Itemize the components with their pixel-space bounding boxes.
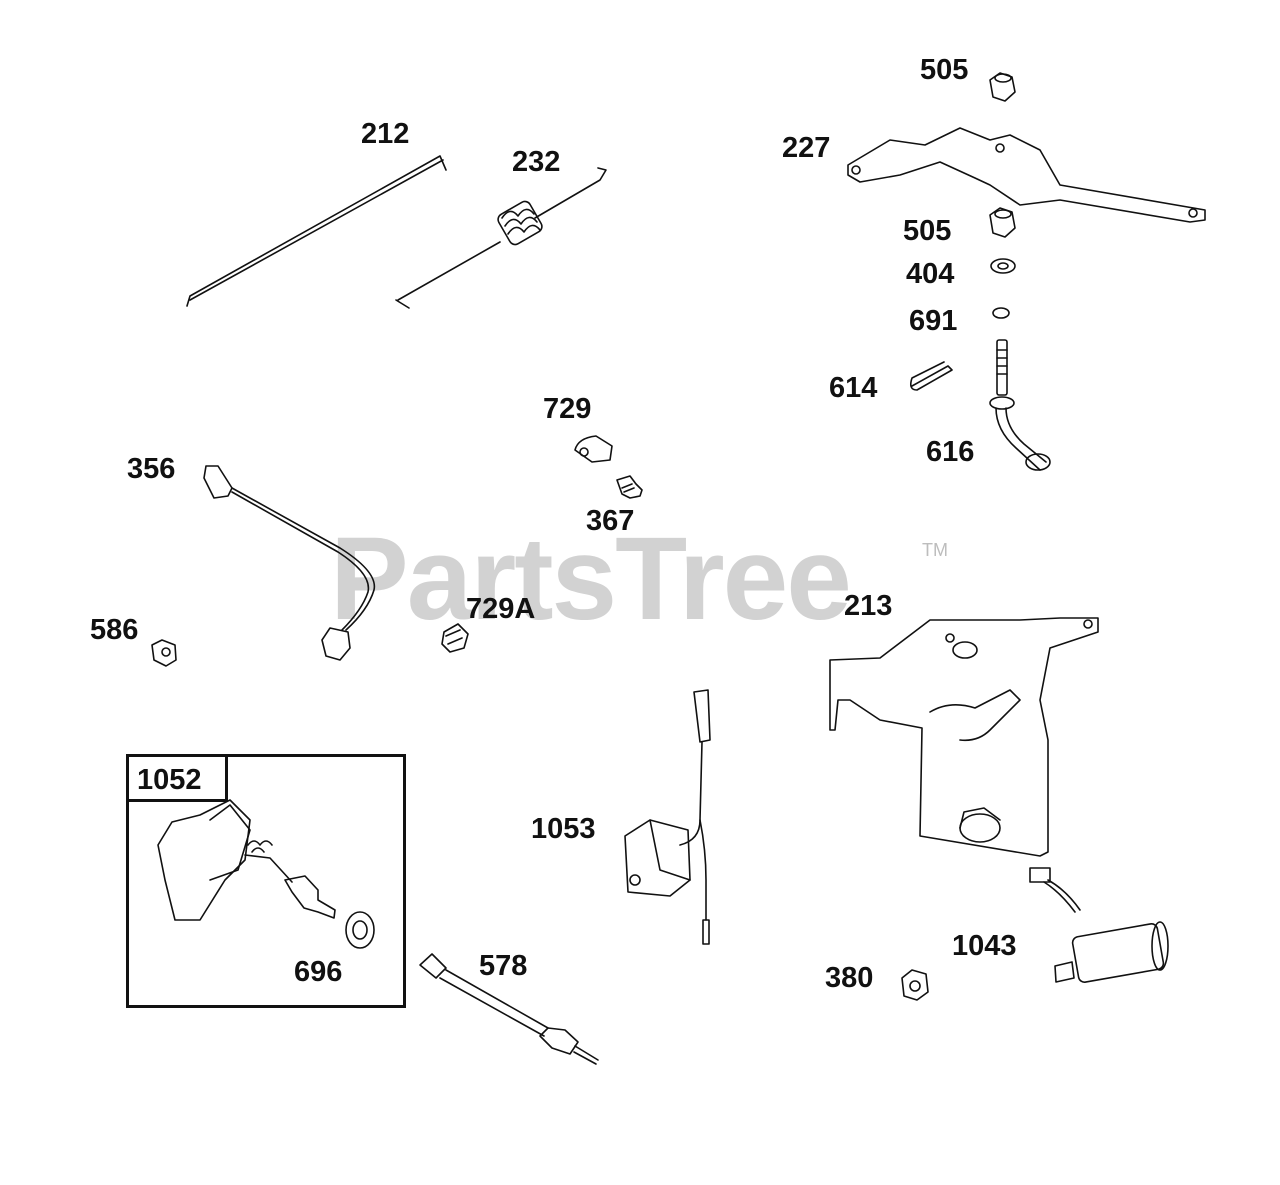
part-356-spark-lead[interactable]: [203, 465, 376, 661]
part-227-bracket[interactable]: [847, 127, 1206, 223]
part-1052-fuel-pump[interactable]: [157, 799, 336, 921]
label-505-middle[interactable]: 505: [903, 215, 952, 247]
label-232[interactable]: 232: [512, 146, 561, 178]
label-367[interactable]: 367: [586, 505, 635, 537]
part-232-spring-rod[interactable]: [395, 167, 607, 309]
label-356[interactable]: 356: [127, 453, 176, 485]
label-1053[interactable]: 1053: [531, 813, 596, 845]
label-1043[interactable]: 1043: [952, 930, 1017, 962]
label-212[interactable]: 212: [361, 118, 410, 150]
part-729-clamp[interactable]: [574, 435, 613, 463]
group-1052-label: 1052: [137, 764, 202, 796]
part-696-seal[interactable]: [345, 911, 375, 949]
label-227[interactable]: 227: [782, 132, 831, 164]
part-505-nut-top[interactable]: [989, 72, 1016, 102]
label-729[interactable]: 729: [543, 393, 592, 425]
part-578-fuel-line[interactable]: [419, 953, 599, 1065]
label-691[interactable]: 691: [909, 305, 958, 337]
part-380-nut[interactable]: [901, 969, 929, 1001]
label-586[interactable]: 586: [90, 614, 139, 646]
part-691-ring[interactable]: [992, 307, 1010, 319]
label-729a[interactable]: 729A: [466, 593, 536, 625]
part-586-nut[interactable]: [151, 639, 177, 667]
part-212-rod[interactable]: [186, 155, 447, 307]
part-213-plate[interactable]: [829, 617, 1099, 857]
label-616[interactable]: 616: [926, 436, 975, 468]
group-1052-box: [126, 754, 406, 1008]
label-404[interactable]: 404: [906, 258, 955, 290]
watermark: PartsTree: [330, 513, 852, 645]
label-614[interactable]: 614: [829, 372, 878, 404]
part-1053-module[interactable]: [624, 689, 711, 945]
label-578[interactable]: 578: [479, 950, 528, 982]
part-404-washer[interactable]: [990, 258, 1016, 274]
label-213[interactable]: 213: [844, 590, 893, 622]
part-616-pin[interactable]: [989, 339, 1051, 471]
part-1043-solenoid[interactable]: [1029, 867, 1169, 983]
part-614-clip[interactable]: [910, 361, 953, 391]
part-505-nut-middle[interactable]: [989, 207, 1016, 238]
part-367-screw[interactable]: [616, 475, 643, 499]
part-729a-clip[interactable]: [441, 623, 469, 653]
group-1052-tag: 1052: [126, 754, 228, 802]
label-380[interactable]: 380: [825, 962, 874, 994]
label-696[interactable]: 696: [294, 956, 343, 988]
label-505-top[interactable]: 505: [920, 54, 969, 86]
watermark-trademark: TM: [922, 540, 948, 560]
